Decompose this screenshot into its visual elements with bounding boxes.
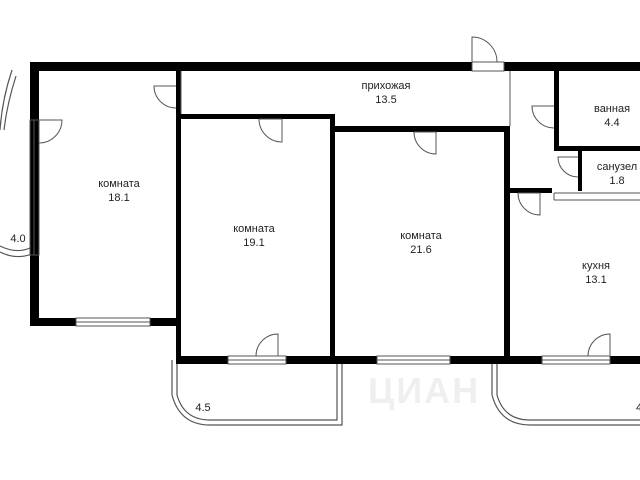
door-balcony-right-icon — [587, 333, 611, 357]
wall-kitchen-top-a — [510, 188, 552, 193]
door-toilet-icon — [557, 156, 579, 178]
wall-room2-top — [176, 114, 335, 119]
door-balcony-middle-icon — [255, 333, 279, 357]
room-area: 21.6 — [410, 244, 432, 256]
walls — [30, 62, 640, 364]
wall-room3-right — [504, 126, 510, 364]
room-area: 4.4 — [604, 117, 620, 129]
room-label-bathroom: ванная 4.4 — [594, 102, 630, 130]
room-label-1: комната 18.1 — [98, 177, 140, 205]
doors — [38, 36, 611, 357]
wall-top-left — [30, 62, 472, 71]
wall-room1-bottom-b — [150, 318, 180, 326]
door-bathroom-icon — [531, 105, 555, 129]
room-label-hallway: прихожая 13.5 — [361, 79, 410, 107]
room-area: 19.1 — [243, 237, 265, 249]
entrance-door-icon — [471, 36, 498, 63]
door-room1-icon — [153, 85, 177, 109]
wall-bath-bottom — [554, 146, 640, 151]
door-room3-icon — [413, 131, 437, 155]
room-name: ванная — [593, 103, 631, 115]
balcony-middle — [171, 360, 343, 426]
wall-room3-bottom-b — [450, 356, 498, 364]
balcony-label-middle: 4.5 — [195, 402, 211, 414]
room-label-toilet: санузел 1.8 — [597, 160, 637, 188]
door-balcony-left-icon — [38, 119, 63, 144]
wall-room2-bottom-a — [176, 356, 228, 364]
room-name: кухня — [582, 260, 610, 272]
balcony-right — [491, 360, 640, 426]
balcony-label-right: 4 — [635, 402, 640, 414]
thin-lines — [29, 61, 640, 365]
wall-bath-left — [554, 71, 559, 151]
room-area: 13.1 — [585, 274, 607, 286]
watermark: ЦИАН — [368, 370, 481, 411]
wall-room1-right — [176, 71, 181, 361]
room-area: 1.8 — [609, 175, 625, 187]
room-area: 13.5 — [375, 94, 397, 106]
room-name: комната — [233, 223, 275, 235]
room-name: прихожая — [361, 80, 411, 92]
wall-room3-top — [335, 126, 510, 132]
wall-room2-right — [330, 114, 335, 364]
wall-toilet-left — [578, 151, 582, 191]
room-name: комната — [98, 178, 140, 190]
wall-room3-bottom-a — [335, 356, 377, 364]
wall-kitchen-bottom-b — [610, 356, 640, 364]
balcony-left — [0, 69, 33, 258]
room-name: комната — [400, 230, 442, 242]
balcony-label-left: 4.0 — [10, 233, 26, 245]
wall-room1-bottom-a — [30, 318, 76, 326]
wall-kitchen-bottom-a — [498, 356, 542, 364]
wall-top-right — [504, 62, 640, 71]
door-room2-icon — [258, 118, 283, 143]
room-label-kitchen: кухня 13.1 — [582, 259, 610, 287]
room-area: 18.1 — [108, 192, 130, 204]
door-kitchen-icon — [517, 192, 541, 216]
room-label-3: комната 21.6 — [400, 229, 442, 257]
wall-room2-bottom-b — [286, 356, 335, 364]
room-label-2: комната 19.1 — [233, 222, 275, 250]
room-name: санузел — [596, 161, 638, 173]
